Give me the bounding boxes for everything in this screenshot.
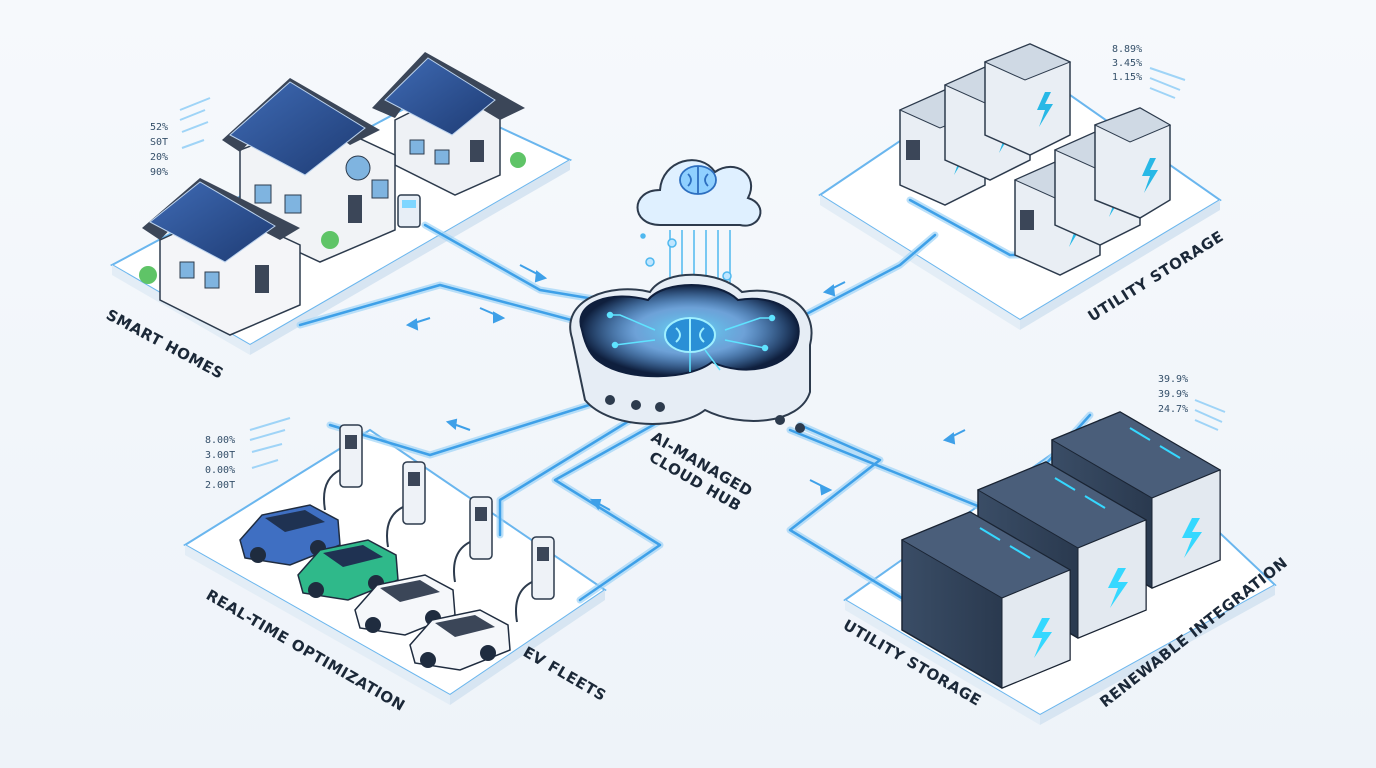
lightning-bolt-icon (1032, 618, 1052, 658)
solar-panel-icon (149, 181, 276, 263)
stat-smart-homes-2: 20% (150, 152, 168, 163)
connection-pipes (296, 196, 1094, 604)
stat-smart-homes-1: S0T (150, 137, 168, 148)
car-icon (354, 574, 456, 636)
stat-utility-2: 1.15% (1112, 72, 1142, 83)
smart-homes-stats: 52% S0T 20% 90% (150, 97, 211, 178)
stat-utility-1: 3.45% (1112, 58, 1142, 69)
car-icon (409, 609, 511, 671)
brain-icon (664, 317, 716, 353)
stat-utility-0: 8.89% (1112, 44, 1142, 55)
car-icon (239, 504, 341, 566)
renewable-stats: 39.9% 39.9% 24.7% (1158, 374, 1226, 431)
stat-renewable-2: 24.7% (1158, 404, 1188, 415)
hub-ports (605, 395, 805, 433)
stat-renewable-1: 39.9% (1158, 389, 1188, 400)
smart-meter-icon (397, 194, 421, 228)
cloud-icon (636, 159, 762, 227)
lightning-bolt-icon (1108, 568, 1128, 608)
house-3 (372, 52, 526, 196)
car-icon (297, 539, 399, 601)
ev-fleets-group: 8.00% 3.00T 0.00% 2.00T (205, 417, 555, 671)
server-accent-lights (979, 427, 1181, 559)
solar-panel-icon (229, 81, 366, 176)
lightning-bolt-icon (1142, 158, 1158, 193)
utility-storage-stats: 8.89% 3.45% 1.15% (1112, 44, 1186, 99)
flow-arrows (405, 264, 966, 511)
brain-icon (679, 165, 717, 195)
charger-icon (515, 536, 555, 623)
house-1 (139, 178, 301, 336)
utility-storage-top-group: 8.89% 3.45% 1.15% (898, 43, 1186, 276)
charger-icon (323, 424, 363, 511)
storage-cabinet (983, 43, 1072, 156)
storage-cabinet (1093, 107, 1172, 219)
renewable-group: 39.9% 39.9% 24.7% (900, 374, 1226, 689)
stat-ev-1: 3.00T (205, 450, 235, 461)
smart-homes-group: 52% S0T 20% 90% (139, 52, 526, 336)
stat-ev-0: 8.00% (205, 435, 235, 446)
stat-ev-3: 2.00T (205, 480, 235, 491)
circuit-lines (606, 311, 776, 372)
ev-fleets-stats: 8.00% 3.00T 0.00% 2.00T (205, 417, 291, 491)
stat-smart-homes-3: 90% (150, 167, 168, 178)
charger-icon (453, 496, 493, 583)
stat-renewable-0: 39.9% (1158, 374, 1188, 385)
stat-ev-2: 0.00% (205, 465, 235, 476)
cloud-hub-group (569, 159, 813, 433)
stat-smart-homes-0: 52% (150, 122, 168, 133)
charger-icon (386, 461, 426, 548)
solar-panel-icon (384, 57, 496, 136)
lightning-bolt-icon (1037, 92, 1053, 127)
lightning-bolt-icon (1182, 518, 1202, 558)
